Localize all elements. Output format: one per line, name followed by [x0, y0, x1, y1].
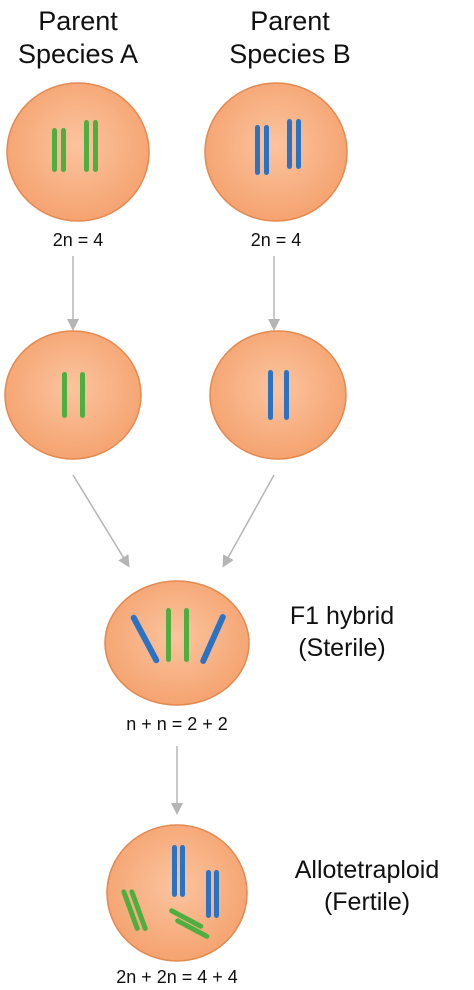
parent-b-ploidy: 2n = 4	[250, 230, 302, 250]
arrow-gamete-a-to-hybrid	[72, 474, 130, 568]
parent-a-title-line2: Species A	[17, 39, 139, 69]
hybrid-label: F1 hybrid (Sterile)	[262, 600, 422, 664]
parent-b-title-line1: Parent	[250, 6, 330, 36]
polyploid-label-line2: (Fertile)	[323, 888, 411, 916]
parent-a-ploidy: 2n = 4	[52, 230, 104, 250]
cell-f1-hybrid	[104, 580, 250, 706]
chromosomes-polyploid-green	[121, 889, 210, 939]
parent-a-title-line1: Parent	[38, 6, 118, 36]
hybrid-label-line2: (Sterile)	[298, 634, 386, 662]
cell-allotetraploid	[106, 824, 248, 962]
polyploid-label-line1: Allotetraploid	[294, 856, 440, 884]
arrow-gamete-b-to-hybrid	[222, 474, 275, 568]
parent-b-title-line2: Species B	[229, 39, 351, 69]
chromosomes-a-diploid	[52, 120, 98, 172]
arrows	[67, 256, 280, 815]
hybrid-label-line1: F1 hybrid	[289, 602, 395, 630]
cell-gamete-b	[209, 330, 347, 460]
cell-parent-b	[204, 82, 348, 222]
chromosomes-hybrid-green	[166, 608, 189, 662]
chromosomes-hybrid-blue	[130, 614, 226, 664]
chromosomes-a-haploid	[62, 372, 85, 418]
chromosomes-b-haploid	[268, 370, 289, 420]
chromosomes-polyploid-blue	[172, 845, 219, 918]
hybrid-ploidy: n + n = 2 + 2	[126, 714, 228, 734]
cell-gamete-a	[4, 330, 142, 460]
parent-b-title: Parent Species B	[212, 5, 368, 71]
polyploid-ploidy: 2n + 2n = 4 + 4	[116, 967, 238, 987]
polyploid-label: Allotetraploid (Fertile)	[272, 854, 462, 918]
chromosomes-b-diploid	[255, 119, 301, 175]
parent-a-title: Parent Species A	[0, 5, 156, 71]
cell-parent-a	[6, 82, 150, 222]
